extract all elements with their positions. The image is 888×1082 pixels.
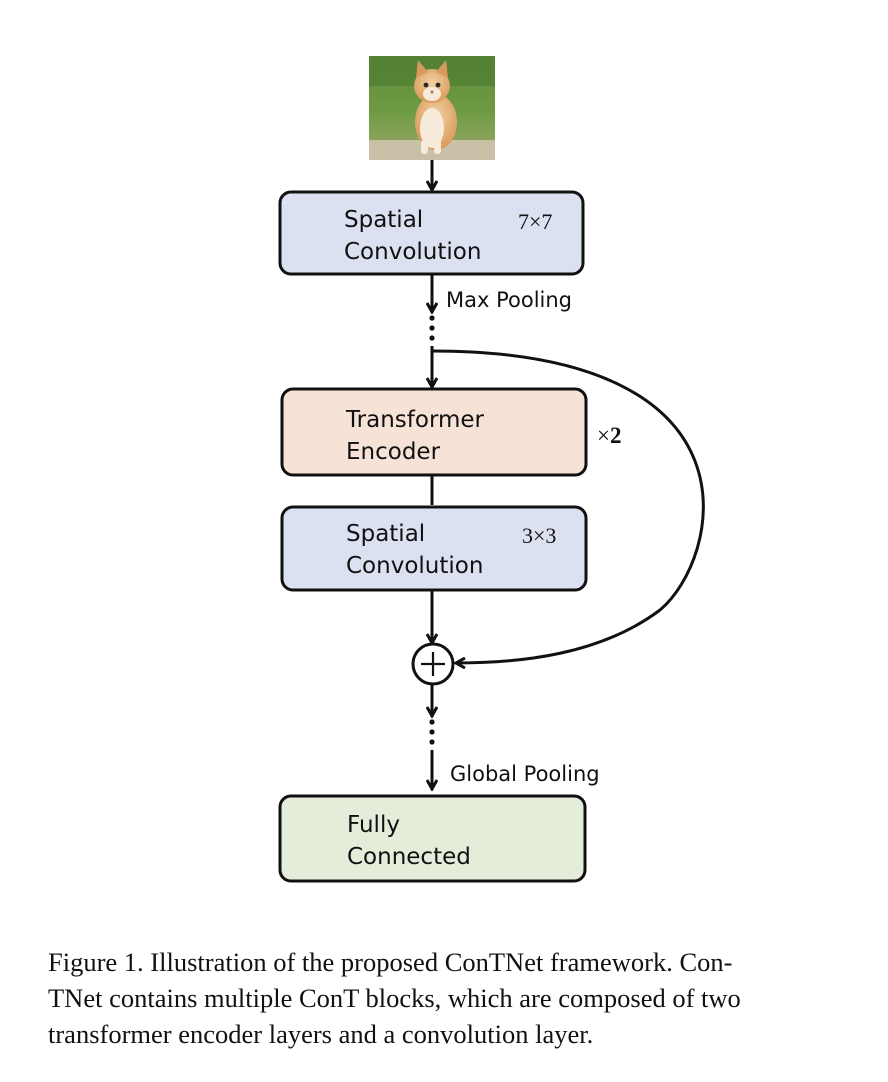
figure-caption: Figure 1. Illustration of the proposed C…: [48, 944, 848, 1052]
caption-line-2: TNet contains multiple ConT blocks, whic…: [48, 983, 741, 1013]
max-pooling-label: Max Pooling: [446, 288, 572, 312]
skip-connection-arrow: [431, 349, 705, 663]
conv2-label-line2: Convolution: [346, 553, 483, 579]
caption-line-3: transformer encoder layers and a convolu…: [48, 1019, 594, 1049]
fc-label-line1: Fully: [347, 812, 400, 838]
input-cat-image: [369, 56, 495, 160]
conv2-label-line1: Spatial: [346, 521, 425, 547]
repeat-symbol: ×: [597, 423, 610, 448]
caption-line-1: Figure 1. Illustration of the proposed C…: [48, 947, 733, 977]
spatial-convolution-7x7-block: Spatial Convolution 7×7: [278, 190, 585, 276]
transformer-label-line2: Encoder: [346, 439, 441, 465]
conv1-label-line1: Spatial: [344, 207, 423, 233]
global-pooling-label: Global Pooling: [450, 762, 600, 786]
add-node: [411, 642, 455, 686]
conv1-label-line2: Convolution: [344, 239, 481, 265]
ellipsis-dots-1: [429, 315, 435, 341]
spatial-convolution-3x3-block: Spatial Convolution 3×3: [280, 505, 588, 592]
fully-connected-block: Fully Connected: [278, 794, 587, 883]
ellipsis-dots-2: [429, 719, 435, 745]
conv2-kernel-size: 3×3: [522, 523, 556, 548]
repeat-indicator: ×2: [597, 423, 621, 448]
conv1-kernel-size: 7×7: [518, 209, 552, 234]
transformer-encoder-block: Transformer Encoder: [280, 387, 588, 477]
repeat-count: 2: [610, 423, 622, 448]
transformer-label-line1: Transformer: [345, 407, 485, 433]
fc-label-line2: Connected: [347, 844, 471, 870]
